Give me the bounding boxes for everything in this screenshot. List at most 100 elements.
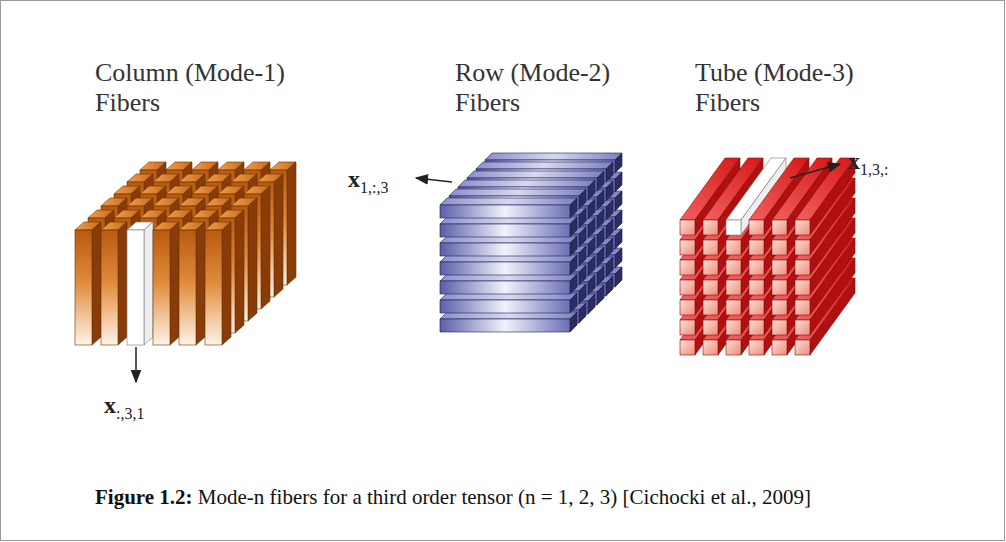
tube-fiber-front xyxy=(772,320,787,335)
tube-fiber-front xyxy=(703,300,718,315)
tube-fiber-front xyxy=(680,280,695,295)
column-fiber-front xyxy=(75,230,92,345)
row-fiber-side xyxy=(597,285,604,305)
figure-caption: Figure 1.2: Mode-n fibers for a third or… xyxy=(95,482,975,513)
tube-fiber-top xyxy=(703,278,763,340)
tube-fiber-tensor xyxy=(680,158,855,355)
row-fiber-side xyxy=(606,276,613,296)
row-fiber-side xyxy=(579,246,586,266)
column-fiber-side xyxy=(274,174,283,297)
row-fiber-side xyxy=(606,257,613,277)
row-fiber-side xyxy=(597,247,604,267)
row-fiber-side xyxy=(597,209,604,229)
panel-heading: Column (Mode-1) Fibers xyxy=(95,58,310,118)
tube-fiber-front xyxy=(680,240,695,255)
row-fiber-side xyxy=(597,171,604,191)
row-fiber-side xyxy=(615,172,622,192)
row-fiber-side xyxy=(606,200,613,220)
tube-fiber-front xyxy=(703,340,718,355)
column-fiber-side xyxy=(144,222,153,345)
row-fiber-side xyxy=(579,208,586,228)
row-fiber xyxy=(440,312,577,332)
tube-fiber-front xyxy=(703,320,718,335)
tube-fiber-top xyxy=(680,278,740,340)
tube-fiber-front xyxy=(703,260,718,275)
row-fiber-side xyxy=(570,217,577,237)
tube-fiber-front xyxy=(726,220,741,235)
tube-fiber-front xyxy=(795,280,810,295)
column-fiber xyxy=(127,222,153,345)
row-fiber-side xyxy=(615,153,622,173)
row-fiber-side xyxy=(570,274,577,294)
tube-fiber-front xyxy=(703,240,718,255)
column-fiber xyxy=(205,222,231,345)
tube-fiber-front xyxy=(680,260,695,275)
row-fiber-side xyxy=(606,238,613,258)
row-fiber-front xyxy=(440,243,570,256)
row-fiber-front xyxy=(440,319,570,332)
tube-fiber-top xyxy=(726,258,786,320)
row-fiber-side xyxy=(579,265,586,285)
row-fiber-side xyxy=(606,181,613,201)
tube-fiber-front xyxy=(726,280,741,295)
tube-fiber-front xyxy=(795,340,810,355)
tube-fiber-front xyxy=(680,300,695,315)
row-fiber-side xyxy=(588,218,595,238)
column-fiber-side xyxy=(170,222,179,345)
tube-fiber-top xyxy=(680,218,740,280)
row-fiber-side xyxy=(597,190,604,210)
leader-arrow xyxy=(790,164,840,178)
tube-fiber-front xyxy=(703,220,718,235)
row-fiber-side xyxy=(579,227,586,247)
row-fiber-side xyxy=(606,162,613,182)
tube-fiber-front xyxy=(795,240,810,255)
tube-fiber-front xyxy=(795,300,810,315)
tube-fiber-front xyxy=(726,340,741,355)
column-fiber-side xyxy=(222,222,231,345)
tube-fiber-front xyxy=(726,320,741,335)
tube-fiber-top xyxy=(680,238,740,300)
row-fiber xyxy=(440,255,577,275)
column-fiber-side xyxy=(287,162,296,285)
row-fiber-front xyxy=(440,300,570,313)
row-fiber-side xyxy=(579,189,586,209)
tube-fiber-front xyxy=(749,240,764,255)
row-fiber xyxy=(440,274,577,294)
row-fiber-side xyxy=(570,312,577,332)
tube-fiber-front xyxy=(749,300,764,315)
tube-fiber-front xyxy=(749,340,764,355)
row-fiber-top xyxy=(449,189,586,196)
row-fiber-top xyxy=(476,162,613,169)
column-fiber xyxy=(75,222,101,345)
row-fiber-side xyxy=(579,303,586,323)
row-fiber-side xyxy=(597,266,604,286)
tube-fiber-front xyxy=(795,220,810,235)
column-fiber-front xyxy=(127,230,144,345)
tube-fiber-top xyxy=(726,278,786,340)
row-fiber-side xyxy=(615,267,622,287)
tube-fiber-front xyxy=(772,340,787,355)
row-fiber-top xyxy=(467,171,604,178)
column-fiber-side xyxy=(261,186,270,309)
tube-fiber-front xyxy=(726,300,741,315)
row-fiber-side xyxy=(588,199,595,219)
panel-heading: Tube (Mode-3) Fibers xyxy=(695,58,910,118)
tube-fiber-top xyxy=(703,258,763,320)
leader-arrow xyxy=(135,347,137,382)
tube-fiber-front xyxy=(772,220,787,235)
row-fiber-front xyxy=(440,262,570,275)
column-fiber-front xyxy=(179,230,196,345)
column-fiber-tensor xyxy=(75,162,296,345)
row-fiber-front xyxy=(440,281,570,294)
row-fiber-side xyxy=(615,248,622,268)
tube-fiber-front xyxy=(772,300,787,315)
fiber-index-label: x1,3,: xyxy=(848,148,888,183)
tube-fiber-front xyxy=(680,340,695,355)
tube-fiber-front xyxy=(726,240,741,255)
fiber-index-label: x:,3,1 xyxy=(104,392,144,427)
tube-fiber-top xyxy=(680,258,740,320)
panel-heading: Row (Mode-2) Fibers xyxy=(455,58,670,118)
row-fiber-top xyxy=(458,180,595,187)
tube-fiber-front xyxy=(772,240,787,255)
column-fiber-front xyxy=(101,230,118,345)
